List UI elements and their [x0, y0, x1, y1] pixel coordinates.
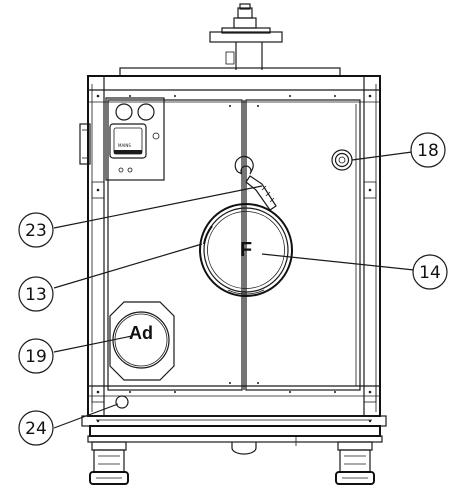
- leader-14: [261, 253, 415, 271]
- leader-13: [53, 243, 203, 289]
- callout-24-label: 24: [25, 419, 47, 439]
- part-24-drain-port: [115, 395, 129, 409]
- callout-19: 19: [18, 338, 54, 374]
- part-19-access-door: Ad: [109, 301, 175, 381]
- callout-14: 14: [412, 254, 448, 290]
- callout-18: 18: [410, 132, 446, 168]
- leader-lines: [53, 151, 415, 429]
- access-door-label: Ad: [129, 323, 153, 343]
- callout-14-label: 14: [419, 263, 441, 283]
- cabinet-frame: [87, 75, 381, 417]
- callout-24: 24: [18, 410, 54, 446]
- callout-23: 23: [18, 212, 54, 248]
- caster-right: [335, 441, 375, 485]
- base-frame: [81, 415, 387, 455]
- callout-19-label: 19: [25, 347, 47, 367]
- leader-23: [53, 185, 263, 229]
- svg-text:MAINS: MAINS: [118, 143, 131, 148]
- part-14-front-cover: F: [199, 203, 293, 297]
- callout-13-label: 13: [25, 285, 47, 305]
- control-panel: MAINS: [79, 97, 165, 181]
- callout-23-label: 23: [25, 221, 47, 241]
- callout-18-label: 18: [417, 141, 439, 161]
- part-23-hook-lever: [234, 155, 277, 211]
- top-lid: [90, 67, 380, 77]
- leader-18: [351, 151, 413, 161]
- callout-13: 13: [18, 276, 54, 312]
- part-18-gland: [331, 149, 353, 171]
- leader-24: [53, 403, 119, 429]
- door-panels: [107, 99, 361, 391]
- top-fitting: [209, 3, 283, 70]
- leader-19: [53, 335, 133, 353]
- front-cover-label: F: [240, 239, 252, 261]
- caster-left: [89, 441, 129, 485]
